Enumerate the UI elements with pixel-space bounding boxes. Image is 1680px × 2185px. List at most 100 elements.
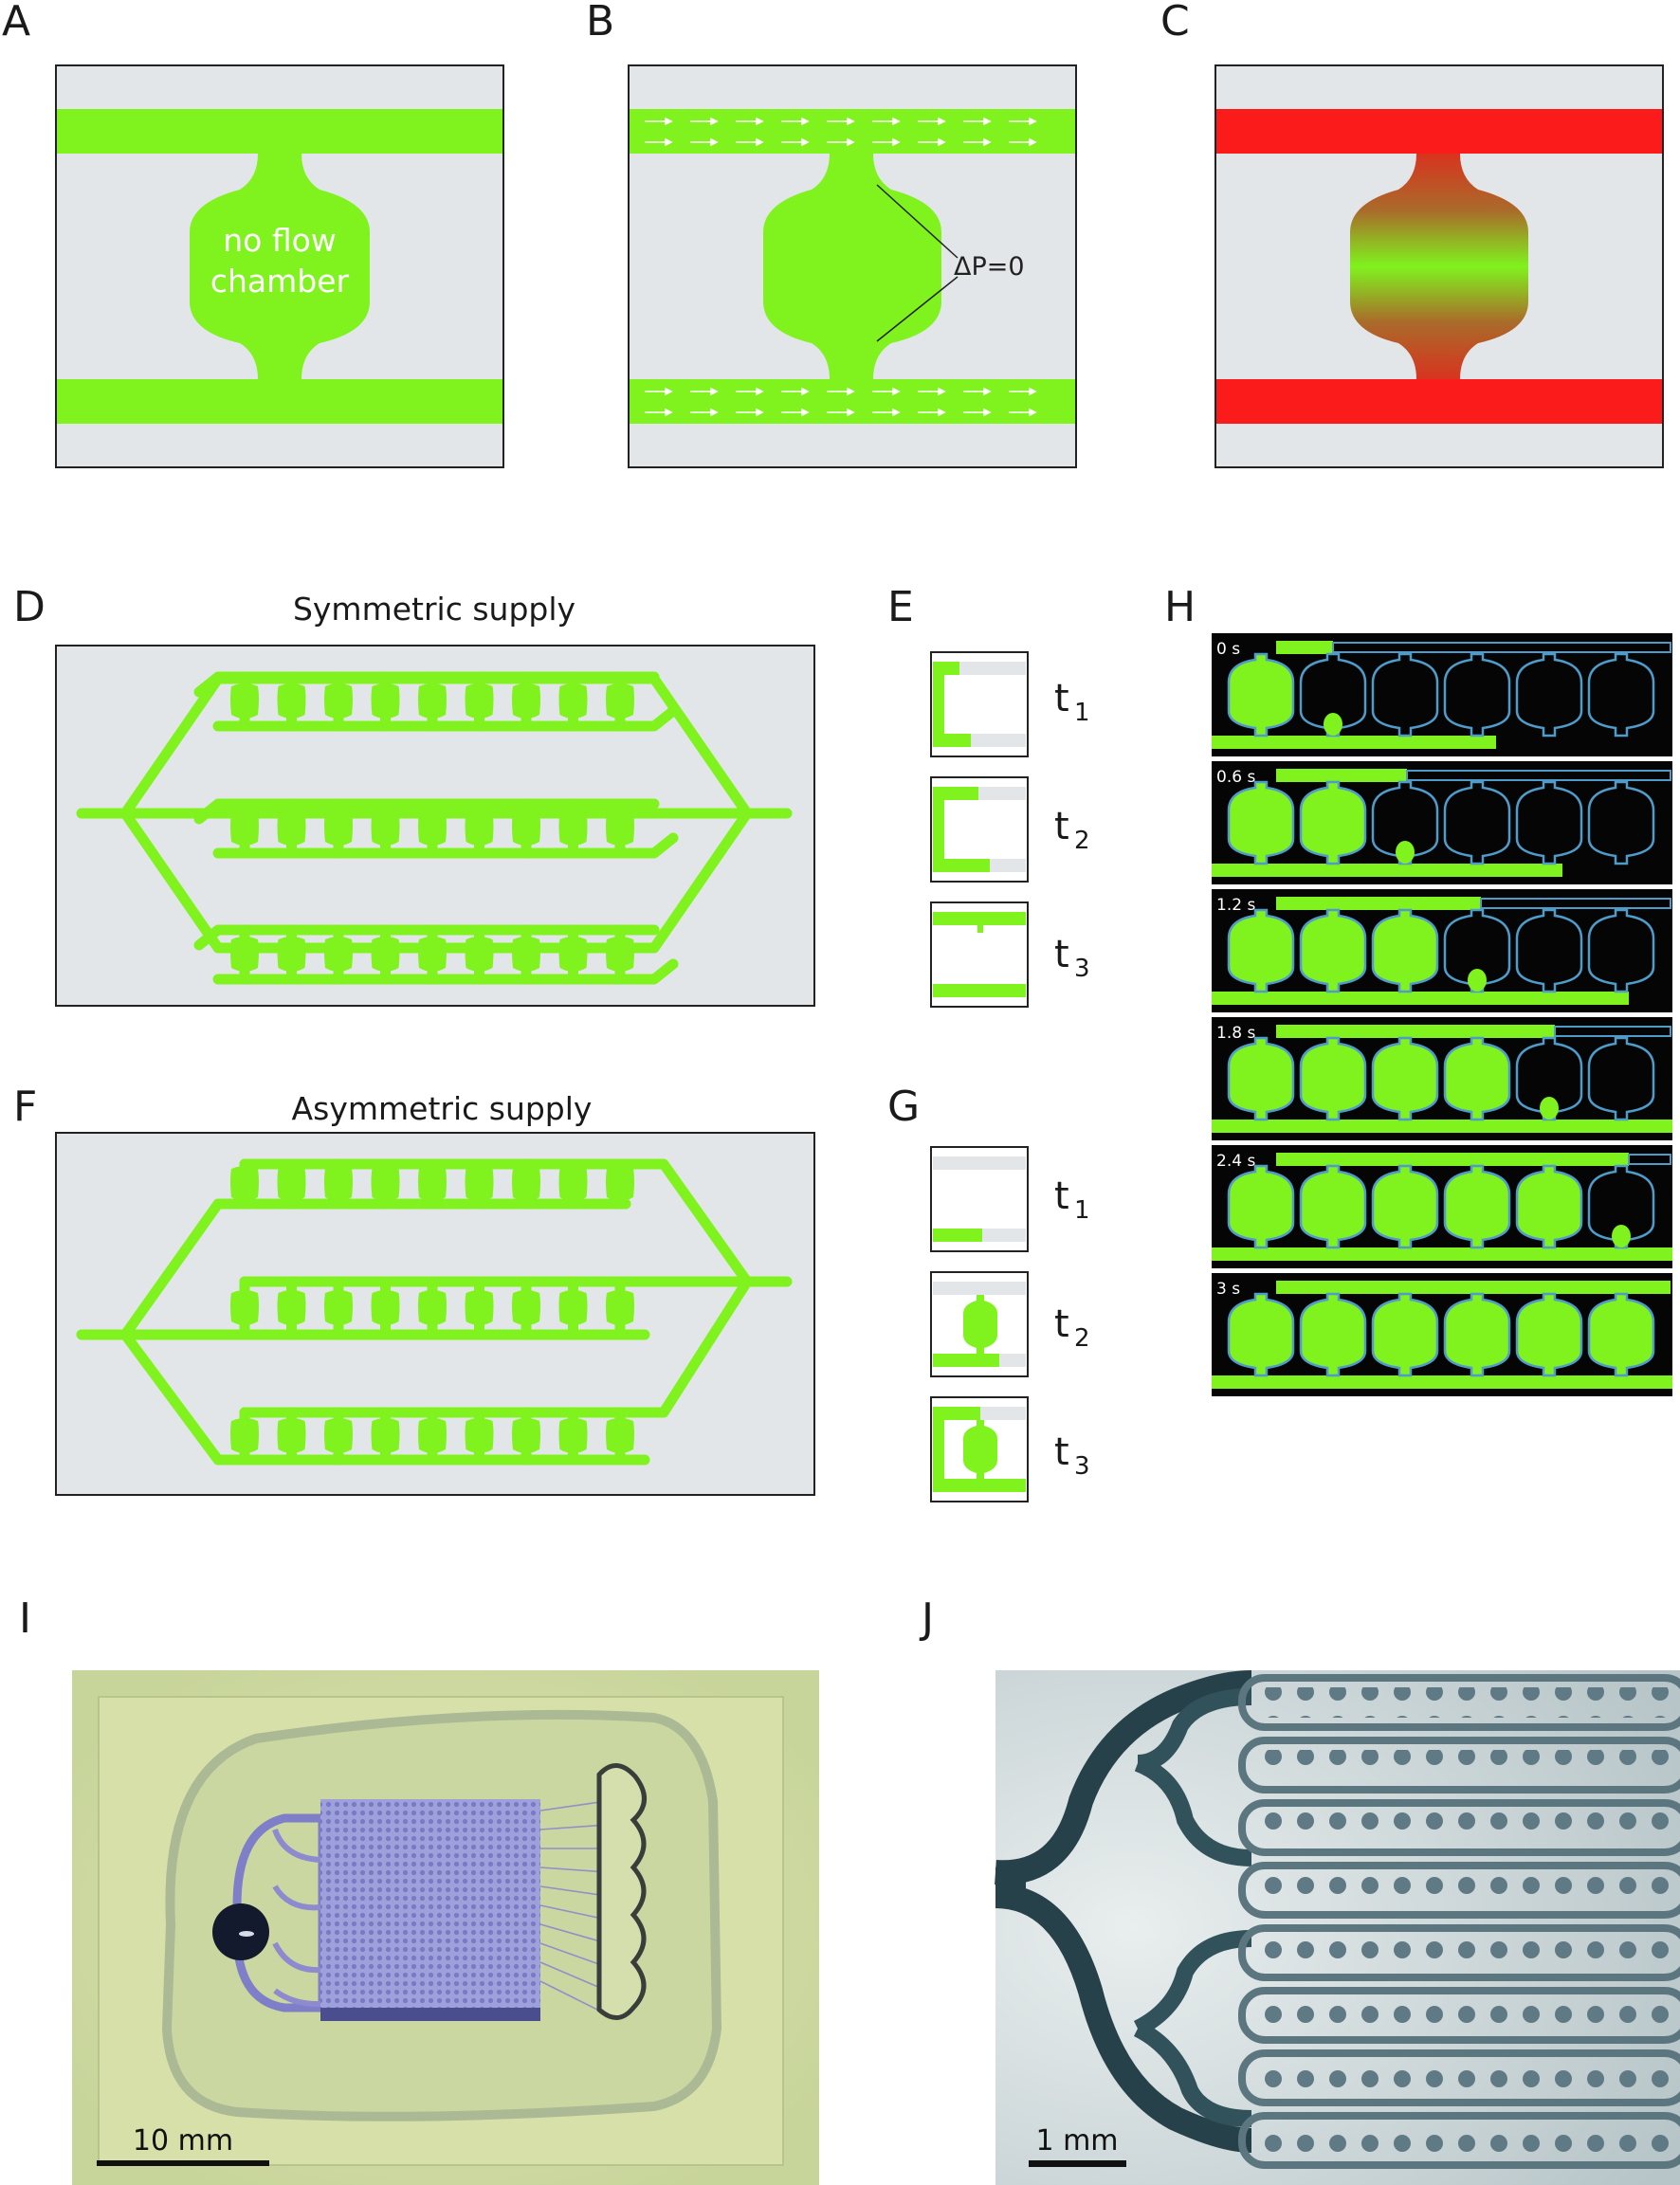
branch-upper xyxy=(995,1670,1252,1885)
strip-time-label: 1.8 s xyxy=(1216,1024,1255,1043)
g-t1-label: t xyxy=(1054,1174,1069,1218)
panel-label-b: B xyxy=(586,0,614,46)
panel-a: no flow chamber xyxy=(55,64,504,468)
flow-arrows xyxy=(645,117,1037,417)
row-channel-j xyxy=(1238,2112,1680,2169)
strip-top-channel xyxy=(1406,770,1671,781)
flow-arrow-head xyxy=(756,137,764,147)
strip-bottom-fill xyxy=(1212,1247,1672,1261)
row-chambers-j xyxy=(1261,1750,1680,1780)
strip-chamber xyxy=(1443,1164,1511,1249)
strip-bottom-fill xyxy=(1212,736,1496,749)
strip-time-label: 1.2 s xyxy=(1216,896,1255,915)
strip-top-fill xyxy=(1276,897,1481,910)
flow-arrow-head xyxy=(892,387,901,396)
scale-label-i: 10 mm xyxy=(133,2124,233,2158)
flow-arrow-head xyxy=(1029,137,1037,147)
chamber xyxy=(324,683,353,719)
chamber xyxy=(371,1290,400,1325)
panel-label-j: J xyxy=(919,1594,934,1643)
chamber xyxy=(558,810,588,846)
tile-chamber xyxy=(963,1170,997,1229)
panel-label-f: F xyxy=(13,1083,37,1131)
outer-bottom-channel xyxy=(119,1329,650,1466)
strip-chamber xyxy=(1515,908,1583,993)
panel-e-labels: t 1 t 2 t 3 xyxy=(1054,677,1090,983)
tile-bottom-channel xyxy=(933,984,1026,997)
strip-chamber xyxy=(1299,908,1367,993)
panel-c xyxy=(1214,64,1664,468)
strip-bottom-fill xyxy=(1212,1375,1672,1389)
outlet-lines xyxy=(539,1800,608,2015)
panel-j: 1 mm xyxy=(995,1670,1680,2185)
chamber xyxy=(230,1418,259,1453)
chamber xyxy=(606,1166,634,1201)
strip-chamber xyxy=(1515,1036,1583,1121)
chamber xyxy=(371,1166,400,1201)
row-channel-j xyxy=(1238,1737,1680,1794)
chamber xyxy=(230,937,259,972)
chamber xyxy=(418,937,447,972)
strip-top-fill xyxy=(1276,1153,1629,1166)
scale-bar-i xyxy=(97,2160,269,2166)
flow-arrow-head xyxy=(665,387,673,396)
chamber xyxy=(606,1418,634,1453)
row-channel-j xyxy=(1238,2049,1680,2106)
flow-arrow-head xyxy=(892,408,901,417)
flow-arrow-head xyxy=(756,387,764,396)
chamber xyxy=(558,1418,588,1453)
chamber xyxy=(277,1418,306,1453)
chamber xyxy=(512,1290,540,1325)
row-channel xyxy=(193,671,679,732)
flow-arrow-head xyxy=(1029,408,1037,417)
flow-arrow-head xyxy=(665,408,673,417)
chamber xyxy=(418,683,447,719)
g-t3-sub: 3 xyxy=(1074,1452,1090,1481)
scale-bar-j xyxy=(1029,2160,1126,2167)
strip-chamber xyxy=(1443,780,1511,865)
strip-chamber xyxy=(1227,1292,1295,1377)
tile-fill-side xyxy=(933,1407,944,1492)
chamber xyxy=(324,1418,353,1453)
panel-h: 0 s0.6 s1.2 s1.8 s2.4 s3 s xyxy=(1212,633,1672,1396)
strip-chamber xyxy=(1227,1164,1295,1249)
strip-chamber xyxy=(1443,1036,1511,1121)
strip-chamber xyxy=(1371,652,1439,737)
flow-arrow-head xyxy=(1029,117,1037,126)
chamber xyxy=(606,683,634,719)
strip-chamber xyxy=(1443,908,1511,993)
chamber xyxy=(277,1166,306,1201)
chamber xyxy=(371,937,400,972)
g-t2-label: t xyxy=(1054,1302,1069,1346)
row-chambers-j xyxy=(1261,2125,1680,2156)
e-t3-label: t xyxy=(1054,933,1069,976)
inlet-port xyxy=(212,1903,269,1960)
chamber xyxy=(324,937,353,972)
row-chambers-j xyxy=(1261,1687,1680,1718)
flow-arrow-head xyxy=(938,387,946,396)
tile-chamber xyxy=(963,1295,997,1354)
pressure-label: ΔP=0 xyxy=(954,252,1025,282)
tile-fill-side xyxy=(933,787,944,872)
panel-label-d: D xyxy=(13,583,46,631)
strip-front-drop xyxy=(1324,713,1342,736)
flow-arrow-head xyxy=(983,408,992,417)
panel-label-g: G xyxy=(887,1083,920,1131)
panel-label-h: H xyxy=(1164,583,1196,631)
chamber xyxy=(371,1418,400,1453)
row-channel-j xyxy=(1238,1987,1680,2044)
chamber xyxy=(465,1290,494,1325)
chamber-shape-a xyxy=(190,154,370,379)
chamber xyxy=(230,810,259,846)
strip-chamber xyxy=(1299,652,1367,737)
strip-chamber xyxy=(1299,1036,1367,1121)
strip-front-drop xyxy=(1396,841,1415,864)
strip-chamber xyxy=(1515,1292,1583,1377)
chamber xyxy=(558,937,588,972)
panel-label-e: E xyxy=(887,583,914,631)
panel-g xyxy=(930,1146,1029,1502)
chamber xyxy=(558,1290,588,1325)
g-t3-label: t xyxy=(1054,1430,1069,1474)
tile-cap xyxy=(977,925,983,933)
flow-arrow-head xyxy=(665,137,673,147)
